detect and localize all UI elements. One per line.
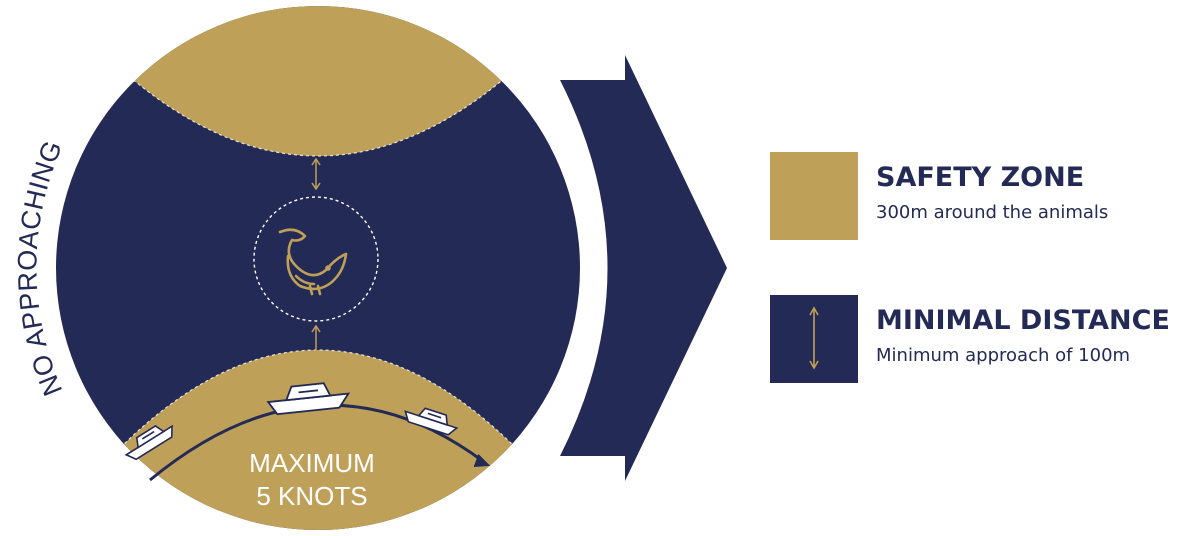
legend-item-safety-zone: SAFETY ZONE 300m around the animals	[770, 152, 1200, 242]
legend-item-minimal-distance: MINIMAL DISTANCE Minimum approach of 100…	[770, 295, 1200, 385]
legend-description: 300m around the animals	[876, 202, 1109, 223]
boat-icon	[124, 424, 173, 461]
minimal-distance-swatch	[770, 295, 858, 383]
safety-zone-swatch	[770, 152, 858, 240]
speed-label: 5 KNOTS	[256, 481, 367, 511]
double-arrow-icon	[311, 157, 321, 191]
chevron-arrow-icon	[560, 55, 727, 481]
legend-title: MINIMAL DISTANCE	[876, 305, 1170, 336]
legend-description: Minimum approach of 100m	[876, 345, 1131, 366]
whale-zone-ring	[253, 196, 379, 322]
maximum-label: MAXIMUM	[249, 448, 375, 478]
double-arrow-icon	[809, 306, 819, 370]
whale-icon	[278, 228, 348, 296]
boat-icon	[266, 382, 351, 416]
no-waiting-label: NO WAITING	[595, 180, 636, 357]
legend-title: SAFETY ZONE	[876, 162, 1085, 193]
double-arrow-icon	[311, 324, 321, 359]
boat-icon	[404, 407, 459, 436]
